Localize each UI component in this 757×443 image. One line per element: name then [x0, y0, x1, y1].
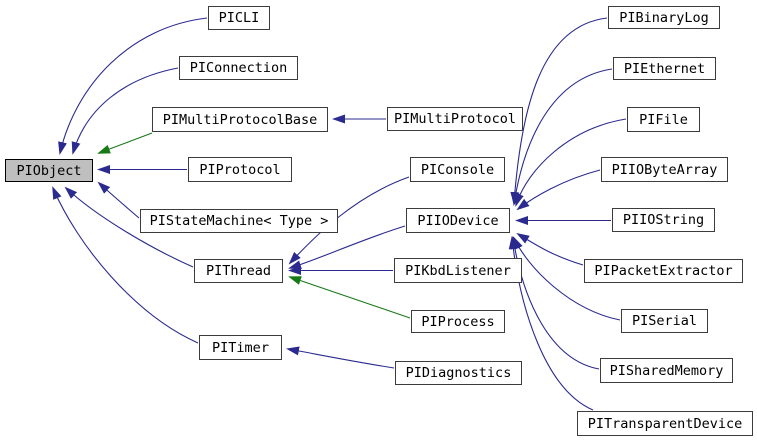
- node-piobject: PIObject: [5, 159, 93, 182]
- node-piiodevice[interactable]: PIIODevice: [406, 208, 510, 233]
- edge-piconsole-pithread: [288, 176, 410, 265]
- edge-picli-piobject: [58, 17, 208, 155]
- edge-piiobytearray-piiodevice: [516, 169, 601, 211]
- edge-piserial-piiodevice: [513, 236, 621, 321]
- edge-piconnection-piobject: [71, 67, 179, 155]
- edge-pidiagnostics-pitimer: [286, 346, 395, 369]
- edge-pifile-piiodevice: [515, 118, 627, 207]
- node-piserial[interactable]: PISerial: [621, 309, 708, 333]
- edge-piethernet-piiodevice: [511, 68, 613, 206]
- node-pibinarylog[interactable]: PIBinaryLog: [608, 6, 720, 29]
- edge-pitimer-piobject: [52, 186, 199, 344]
- edge-pistatemachine-piobject: [97, 181, 140, 219]
- node-piprotocol[interactable]: PIProtocol: [188, 157, 292, 182]
- node-piiostring[interactable]: PIIOString: [612, 208, 715, 232]
- node-pimultiprotocolbase[interactable]: PIMultiProtocolBase: [152, 107, 328, 132]
- node-pistatemachine[interactable]: PIStateMachine< Type >: [140, 209, 338, 233]
- edge-pimultiprotocolbase-piobject: [97, 132, 153, 154]
- node-piiobytearray[interactable]: PIIOByteArray: [601, 157, 728, 182]
- edge-piprocess-pithread: [288, 276, 411, 319]
- node-pitimer[interactable]: PITimer: [199, 335, 282, 360]
- node-pimultiprotocol[interactable]: PIMultiProtocol: [387, 107, 523, 131]
- node-pipacketextractor[interactable]: PIPacketExtractor: [584, 259, 743, 283]
- node-pidiagnostics[interactable]: PIDiagnostics: [395, 361, 522, 385]
- node-piethernet[interactable]: PIEthernet: [613, 57, 716, 80]
- node-piconsole[interactable]: PIConsole: [410, 157, 505, 182]
- node-pifile[interactable]: PIFile: [627, 107, 700, 132]
- edge-piiodevice-pithread: [288, 225, 406, 270]
- node-pitransparentdevice[interactable]: PITransparentDevice: [577, 411, 753, 436]
- node-pikbdlistener[interactable]: PIKbdListener: [394, 258, 522, 283]
- node-picli[interactable]: PICLI: [208, 6, 270, 30]
- node-pithread[interactable]: PIThread: [194, 259, 283, 283]
- node-pisharedmemory[interactable]: PISharedMemory: [600, 358, 733, 383]
- edge-pithread-piobject: [64, 186, 194, 268]
- node-piprocess[interactable]: PIProcess: [411, 310, 505, 333]
- edge-pibinarylog-piiodevice: [510, 17, 608, 205]
- node-piconnection[interactable]: PIConnection: [179, 56, 298, 80]
